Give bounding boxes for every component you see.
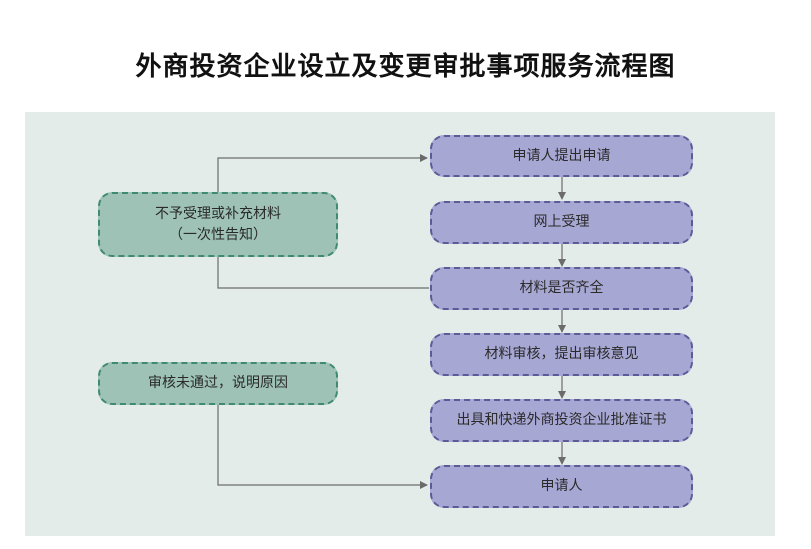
- step-issue-certificate: 出具和快递外商投资企业批准证书: [430, 399, 693, 442]
- step-materials-review: 材料审核，提出审核意见: [430, 333, 693, 376]
- side-node-label-line2: （一次性告知）: [169, 226, 267, 243]
- side-node-label: 审核未通过，说明原因: [148, 375, 288, 392]
- step-label: 材料是否齐全: [519, 280, 604, 297]
- step-materials-complete-check: 材料是否齐全: [430, 267, 693, 310]
- side-node-review-failed: 审核未通过，说明原因: [98, 362, 338, 405]
- step-label: 申请人提出申请: [512, 147, 611, 164]
- step-applicant: 申请人: [430, 465, 693, 508]
- step-label: 材料审核，提出审核意见: [484, 346, 639, 363]
- side-node-label-line1: 不予受理或补充材料: [155, 206, 281, 223]
- step-label: 网上受理: [533, 214, 590, 231]
- page-title: 外商投资企业设立及变更审批事项服务流程图: [135, 52, 676, 82]
- connector-rejected-to-applicant: [217, 405, 428, 489]
- step-submit-application: 申请人提出申请: [430, 135, 693, 177]
- step-label: 出具和快递外商投资企业批准证书: [456, 412, 667, 429]
- step-label: 申请人: [540, 478, 583, 495]
- step-online-acceptance: 网上受理: [430, 201, 693, 244]
- side-node-not-accepted: 不予受理或补充材料 （一次性告知）: [98, 192, 338, 257]
